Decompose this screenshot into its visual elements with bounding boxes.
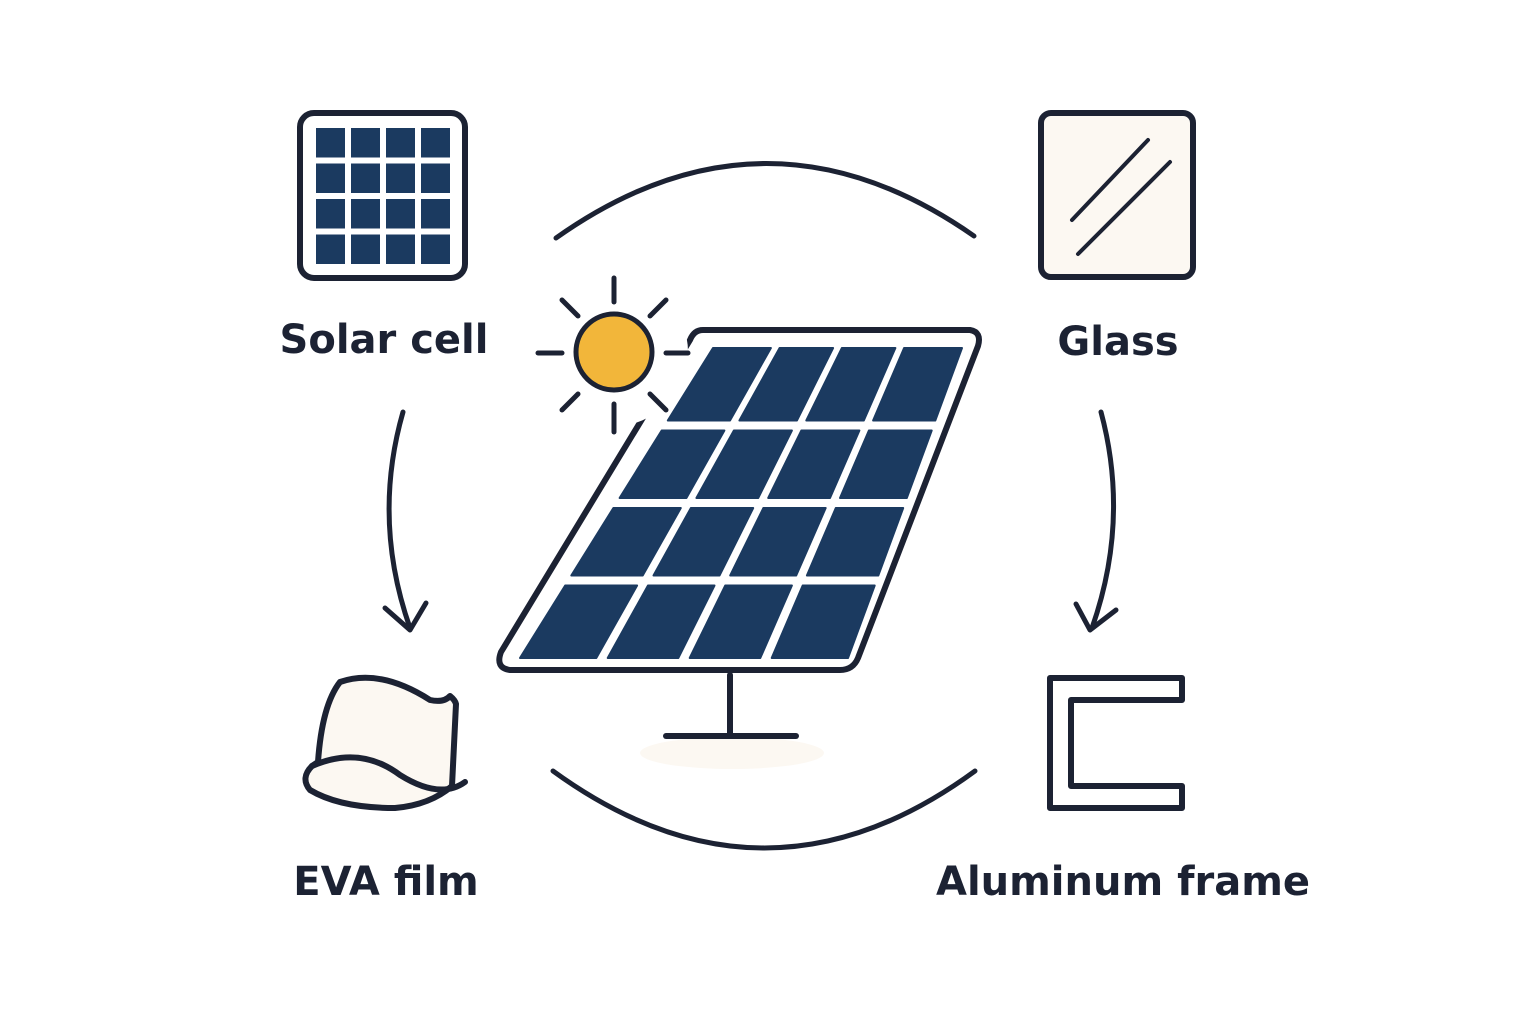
- panel-cell: [652, 507, 755, 577]
- sun-ray-top-left: [559, 297, 581, 319]
- bottom-arc: [550, 768, 978, 851]
- solar-cell-square: [351, 234, 380, 264]
- right-arrow: [1073, 409, 1119, 633]
- eva-film-fold: [309, 754, 468, 793]
- panel-cell: [570, 507, 682, 577]
- solar-cell-square: [351, 199, 380, 229]
- solar-cell-square: [386, 199, 415, 229]
- left-arrow: [382, 409, 429, 633]
- cycle-arcs: [550, 161, 978, 851]
- panel-cell-grid: [519, 347, 963, 659]
- panel-cell: [666, 347, 772, 422]
- sun-ray-bottom-left: [559, 391, 581, 413]
- glass-shine-1: [1070, 138, 1150, 222]
- panel-cell: [767, 429, 861, 499]
- solar-cell-square: [421, 163, 450, 193]
- sun-ray-top-right: [647, 297, 669, 319]
- solar-cell-square: [421, 199, 450, 229]
- solar-cell-square: [351, 128, 380, 158]
- right-arrow-head: [1073, 601, 1119, 633]
- left-arrow-shaft: [386, 409, 413, 631]
- panel-cell: [770, 584, 876, 659]
- solar-cell-icon: [297, 110, 468, 281]
- panel-cell: [729, 507, 827, 577]
- solar-cell-grid: [316, 128, 450, 264]
- solar-cell-square: [316, 199, 345, 229]
- sun-rays: [535, 275, 691, 435]
- solar-cell-square: [386, 128, 415, 158]
- panel-cell: [738, 347, 835, 422]
- solar-cell-square: [316, 128, 345, 158]
- solar-cell-square: [421, 128, 450, 158]
- sun-ray-bottom-right: [647, 391, 669, 413]
- solar-cell-square: [316, 234, 345, 264]
- left-arrow-head: [382, 600, 429, 633]
- glass-shine-2: [1076, 160, 1172, 256]
- aluminum-frame-profile: [1047, 675, 1185, 811]
- panel-cell: [688, 584, 793, 659]
- eva-film-sheet: [302, 674, 459, 811]
- sun-disc: [573, 311, 655, 393]
- panel-cell: [805, 347, 897, 422]
- solar-cell-square: [316, 163, 345, 193]
- panel-cell: [519, 584, 639, 659]
- solar-cell-square: [386, 163, 415, 193]
- solar-panel-icon: [496, 327, 982, 769]
- solar-cell-square: [351, 163, 380, 193]
- solar-cell-square: [421, 234, 450, 264]
- panel-cell: [805, 507, 905, 577]
- aluminum-frame-profile-icon: [1047, 675, 1185, 811]
- panel-ground-shadow: [640, 737, 824, 769]
- glass-pane: [1038, 110, 1196, 280]
- eva-film-sheet-icon: [302, 674, 468, 811]
- panel-cell: [872, 347, 963, 422]
- sun-icon: [535, 275, 691, 435]
- glass-label: Glass: [1057, 319, 1179, 365]
- solar-cell-square: [386, 234, 415, 264]
- panel-cell: [839, 429, 933, 499]
- panel-cell: [618, 429, 726, 499]
- right-arrow-shaft: [1089, 409, 1116, 631]
- eva-film-label: EVA film: [293, 859, 479, 905]
- panel-cell: [695, 429, 793, 499]
- panel-cell: [606, 584, 716, 659]
- top-arc: [553, 161, 977, 241]
- aluminum-frame-label: Aluminum frame: [935, 859, 1311, 905]
- glass-pane-icon: [1038, 110, 1196, 280]
- solar-cell-label: Solar cell: [279, 317, 489, 363]
